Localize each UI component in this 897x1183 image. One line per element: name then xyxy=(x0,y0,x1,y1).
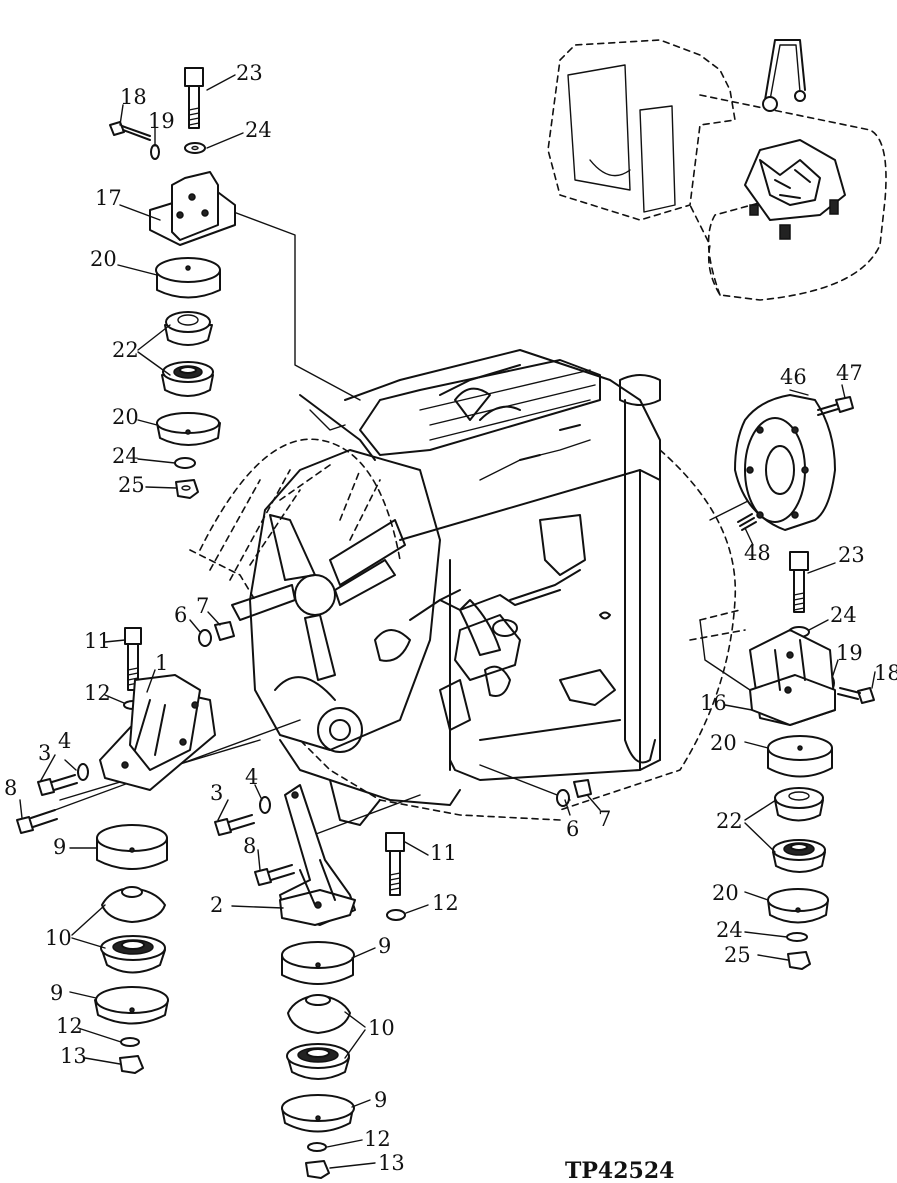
callout-20: 20 xyxy=(90,247,117,271)
center-bottom-mount-stack xyxy=(214,784,406,1179)
callout-17: 17 xyxy=(95,186,122,210)
callout-3: 3 xyxy=(38,741,51,765)
callout-24: 24 xyxy=(830,603,857,627)
callout-12: 12 xyxy=(56,1014,83,1038)
callout-25: 25 xyxy=(724,943,751,967)
leader-lines xyxy=(19,74,876,1169)
callout-1: 1 xyxy=(155,651,168,675)
callout-4: 4 xyxy=(58,729,71,753)
callout-16: 16 xyxy=(700,691,727,715)
callout-12: 12 xyxy=(364,1127,391,1151)
callout-4: 4 xyxy=(245,765,258,789)
excavator-locator-inset xyxy=(547,39,887,301)
callout-23: 23 xyxy=(838,543,865,567)
callout-48: 48 xyxy=(744,541,771,565)
callout-9: 9 xyxy=(378,934,391,958)
callout-7: 7 xyxy=(196,594,209,618)
callout-25: 25 xyxy=(118,473,145,497)
callout-6: 6 xyxy=(566,817,579,841)
callout-20: 20 xyxy=(112,405,139,429)
callout-10: 10 xyxy=(45,926,72,950)
callout-9: 9 xyxy=(53,835,66,859)
callout-9: 9 xyxy=(374,1088,387,1112)
callout-3: 3 xyxy=(210,781,223,805)
callout-23: 23 xyxy=(236,61,263,85)
figure-reference-code: TP42524 xyxy=(565,1158,674,1183)
left-front-mount-stack xyxy=(16,627,216,1074)
callout-13: 13 xyxy=(378,1151,405,1175)
callout-18: 18 xyxy=(874,661,897,685)
callout-22: 22 xyxy=(716,809,743,833)
callout-9: 9 xyxy=(50,981,63,1005)
callout-19: 19 xyxy=(836,641,863,665)
engine-assembly xyxy=(54,204,771,841)
callout-46: 46 xyxy=(780,365,807,389)
callout-19: 19 xyxy=(148,109,175,133)
callout-18: 18 xyxy=(120,85,147,109)
washer-nut-6-7-front xyxy=(198,621,235,647)
callout-10: 10 xyxy=(368,1016,395,1040)
callout-24: 24 xyxy=(716,918,743,942)
bolt-47 xyxy=(817,396,854,416)
flywheel-coupling-46 xyxy=(734,394,836,531)
callout-22: 22 xyxy=(112,338,139,362)
cooling-fan xyxy=(189,438,401,681)
callout-6: 6 xyxy=(174,603,187,627)
callout-2: 2 xyxy=(210,893,223,917)
callout-20: 20 xyxy=(712,881,739,905)
callout-12: 12 xyxy=(84,681,111,705)
callout-13: 13 xyxy=(60,1044,87,1068)
callout-24: 24 xyxy=(245,118,272,142)
callout-20: 20 xyxy=(710,731,737,755)
callout-8: 8 xyxy=(4,776,17,800)
callout-12: 12 xyxy=(432,891,459,915)
screw-48 xyxy=(737,513,757,531)
callout-11: 11 xyxy=(84,629,111,653)
callout-labels: 23 18 19 24 17 20 22 20 24 25 11 12 1 4 … xyxy=(4,61,897,1175)
callout-47: 47 xyxy=(836,361,863,385)
callout-11: 11 xyxy=(430,841,457,865)
callout-24: 24 xyxy=(112,444,139,468)
callout-8: 8 xyxy=(243,834,256,858)
right-mount-stack xyxy=(689,551,875,970)
callout-7: 7 xyxy=(598,807,611,831)
top-left-mount-stack xyxy=(109,67,236,499)
